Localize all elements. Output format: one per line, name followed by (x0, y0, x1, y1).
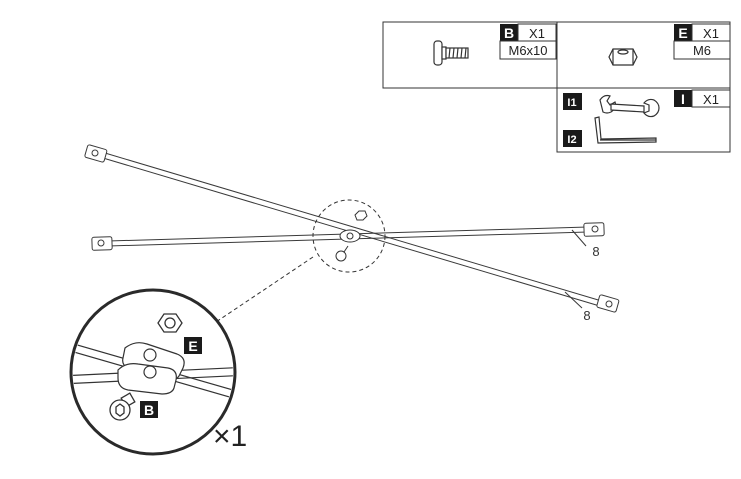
nut-icon (608, 48, 638, 66)
tool-i-qty: X1 (703, 92, 719, 107)
small-nut-icon (354, 210, 368, 221)
detail-bolt-label-box (140, 401, 158, 418)
tool-i2-label: I2 (567, 134, 576, 146)
detail-bolt-icon (109, 392, 136, 421)
detail-nut-icon (157, 313, 183, 333)
detail-nut-label-box (184, 337, 202, 354)
part-e-size: M6 (693, 43, 711, 58)
tool-i-cell: I X1 I1 I2 (563, 89, 731, 147)
hex-key-icon (594, 116, 657, 144)
detail-bolt-label: B (144, 402, 154, 418)
rod-short-number: 8 (592, 244, 599, 259)
part-b-letter-box (500, 24, 518, 41)
zoom-focus-ring (312, 199, 386, 273)
tool-i1-label: I1 (567, 97, 576, 109)
part-b-cell: B X1 M6x10 (433, 23, 557, 66)
tool-i-letter: I (681, 91, 685, 107)
part-e-cell: E X1 M6 (608, 23, 731, 66)
detail-nut-label: E (188, 338, 197, 354)
rod-long-number: 8 (583, 308, 590, 323)
wrench-icon (599, 94, 660, 118)
tool-i-letter-box (674, 90, 692, 107)
part-e-size-box (673, 40, 731, 60)
tools-frame (556, 87, 731, 153)
part-b-qty: X1 (529, 26, 545, 41)
bolt-icon (433, 40, 469, 66)
small-bolt-icon (335, 250, 347, 262)
junction-center (335, 210, 368, 262)
part-b-letter: B (504, 25, 514, 41)
part-b-size: M6x10 (508, 43, 547, 58)
zoom-leader-line (215, 256, 314, 323)
tool-i2-box (563, 130, 582, 147)
detail-view: E B (69, 288, 237, 456)
tool-i-qty-box (691, 89, 731, 108)
part-e-qty: X1 (703, 26, 719, 41)
tool-i1-box (563, 93, 582, 110)
part-b-size-box (499, 40, 557, 60)
part-e-letter-box (674, 24, 692, 41)
quantity-multiplier: ×1 (213, 420, 247, 453)
part-e-letter: E (678, 25, 687, 41)
